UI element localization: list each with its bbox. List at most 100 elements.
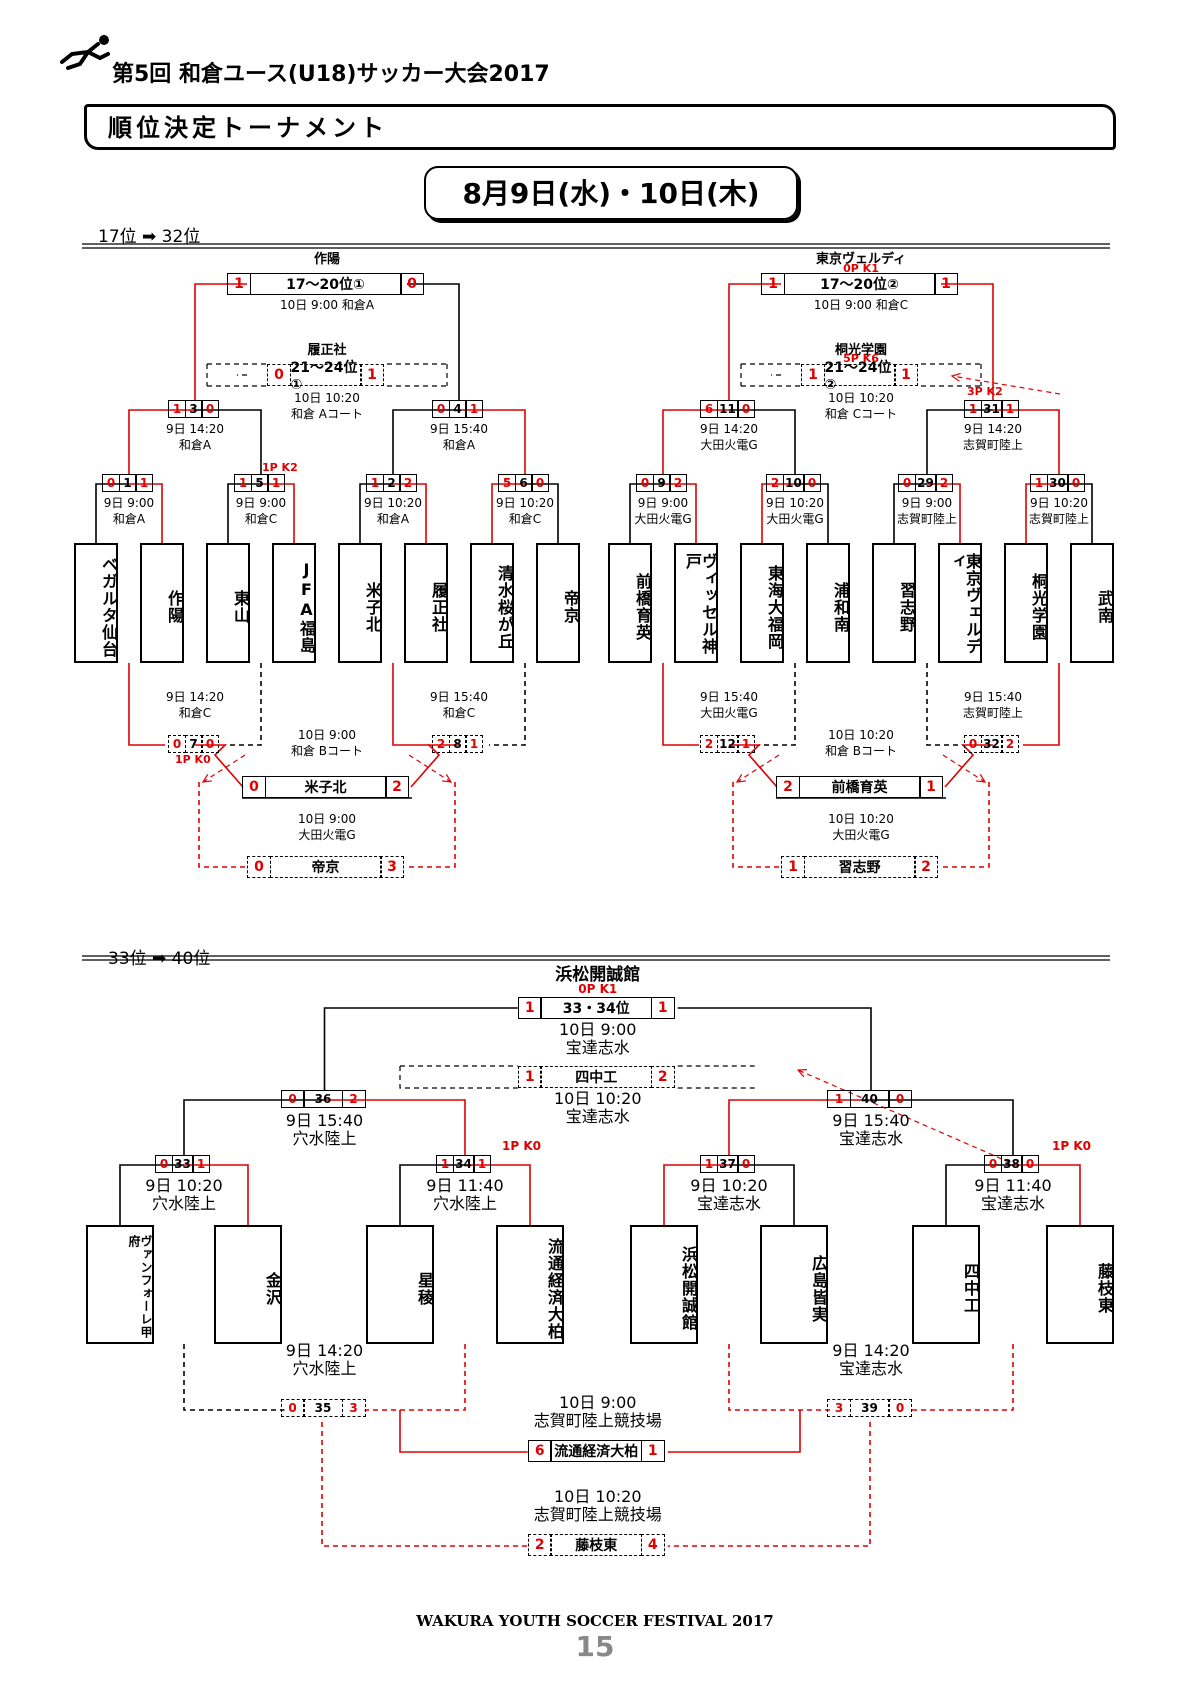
match-info: 9日 14:20 <box>285 1341 364 1360</box>
score-right: 1 <box>737 735 755 753</box>
match-info: 大田火電G <box>298 828 356 842</box>
game-number: 34 <box>452 1155 475 1173</box>
match-info: 大田火電G <box>700 706 758 720</box>
bracket-line <box>993 409 1060 474</box>
bracket-line <box>128 663 165 746</box>
match-info: 和倉C <box>508 512 542 526</box>
score-right: 0 <box>1021 1155 1039 1173</box>
bracket-line <box>950 372 961 382</box>
score-left: 1 <box>227 273 251 295</box>
bracket-line <box>129 483 163 543</box>
score-left: 0 <box>155 1155 173 1173</box>
match-info: 9日 15:40 <box>429 422 489 436</box>
score-left: 1 <box>517 1066 542 1088</box>
bracket-line <box>667 1422 871 1547</box>
result-label: 21〜24位① <box>289 360 362 393</box>
score-right: 0 <box>888 1399 912 1417</box>
bracket-line <box>871 1099 1014 1155</box>
score-right: 0 <box>531 474 549 492</box>
score-left: 2 <box>766 474 784 492</box>
match-info: 9日 10:20 <box>363 496 423 510</box>
score-right: 1 <box>267 474 285 492</box>
match-info: 宝達志水 <box>980 1194 1045 1213</box>
section-title: 順位決定トーナメント <box>108 114 388 142</box>
team-box: 東海大福岡 <box>740 543 784 663</box>
game-number: 2 <box>382 474 401 492</box>
pk-label: 1P K0 <box>502 1139 541 1153</box>
bracket-line <box>1025 483 1059 543</box>
score-left: 0 <box>432 400 450 418</box>
score-left: 2 <box>432 735 450 753</box>
match-info: 10日 9:00 <box>297 812 357 826</box>
bracket-line <box>728 283 781 400</box>
bracket-line <box>1023 663 1060 746</box>
match-info: 志賀町陸上 <box>1028 512 1089 526</box>
soccer-player-icon <box>60 35 110 70</box>
score-left: 0 <box>984 1155 1002 1173</box>
result-label: 17〜20位① <box>249 273 402 295</box>
bracket-line <box>359 483 393 543</box>
footer-text: WAKURA YOUTH SOCCER FESTIVAL 2017 <box>416 1612 774 1630</box>
match-info: 9日 9:00 <box>103 496 155 510</box>
bracket-line <box>399 1066 518 1089</box>
match-info: 穴水陸上 <box>292 1129 357 1148</box>
team-box: 藤枝東 <box>1046 1225 1114 1344</box>
score-left: 1 <box>234 474 252 492</box>
game-number: 7 <box>184 735 203 753</box>
team-box: 四中工 <box>912 1225 980 1344</box>
match-info: 和倉C <box>244 512 278 526</box>
match-info: 志賀町陸上 <box>962 438 1023 452</box>
score-left: 0 <box>247 856 271 878</box>
score-left: 2 <box>776 776 800 798</box>
bracket-line <box>729 409 796 474</box>
game-number: 31 <box>980 400 1003 418</box>
score-right: 2 <box>914 856 938 878</box>
match-info: 和倉A <box>442 438 476 452</box>
match-info: 和倉A <box>178 438 212 452</box>
bracket-line <box>729 1164 795 1225</box>
bracket-line <box>677 1007 872 1090</box>
bracket-line <box>128 409 195 474</box>
winner-label: 履正社 <box>307 343 347 358</box>
score-left: 1 <box>964 400 982 418</box>
bracket-line <box>944 744 993 788</box>
bracket-line <box>198 782 247 868</box>
bracket-line <box>225 663 262 746</box>
score-right: 1 <box>465 735 483 753</box>
bracket-line <box>525 483 559 543</box>
result-label: 帝京 <box>269 856 382 878</box>
lower-range-label: 33位 ➡ 40位 <box>108 949 211 969</box>
team-box: 清水桜が丘 <box>470 543 514 663</box>
result-label: 33・34位 <box>540 997 653 1019</box>
winner-label: 桐光学園 <box>834 343 887 358</box>
score-left: 1 <box>517 997 542 1019</box>
bracket-line <box>407 782 456 868</box>
match-info: 9日 15:40 <box>429 690 489 704</box>
team-box: 浦和南 <box>806 543 850 663</box>
match-info: 9日 10:20 <box>765 496 825 510</box>
match-info: 宝達志水 <box>696 1194 761 1213</box>
winner-label: 作陽 <box>313 252 340 267</box>
team-box: 武南 <box>1070 543 1114 663</box>
score-right: 1 <box>894 364 918 386</box>
score-right: 1 <box>919 776 943 798</box>
score-left: 0 <box>898 474 916 492</box>
upper-range-label: 17位 ➡ 32位 <box>98 227 201 247</box>
match-time: 10日 9:00 和倉C <box>813 298 909 312</box>
match-info: 志賀町陸上 <box>896 512 957 526</box>
bracket-line <box>795 483 829 543</box>
score-right: 1 <box>1001 400 1019 418</box>
score-right: 0 <box>201 735 219 753</box>
